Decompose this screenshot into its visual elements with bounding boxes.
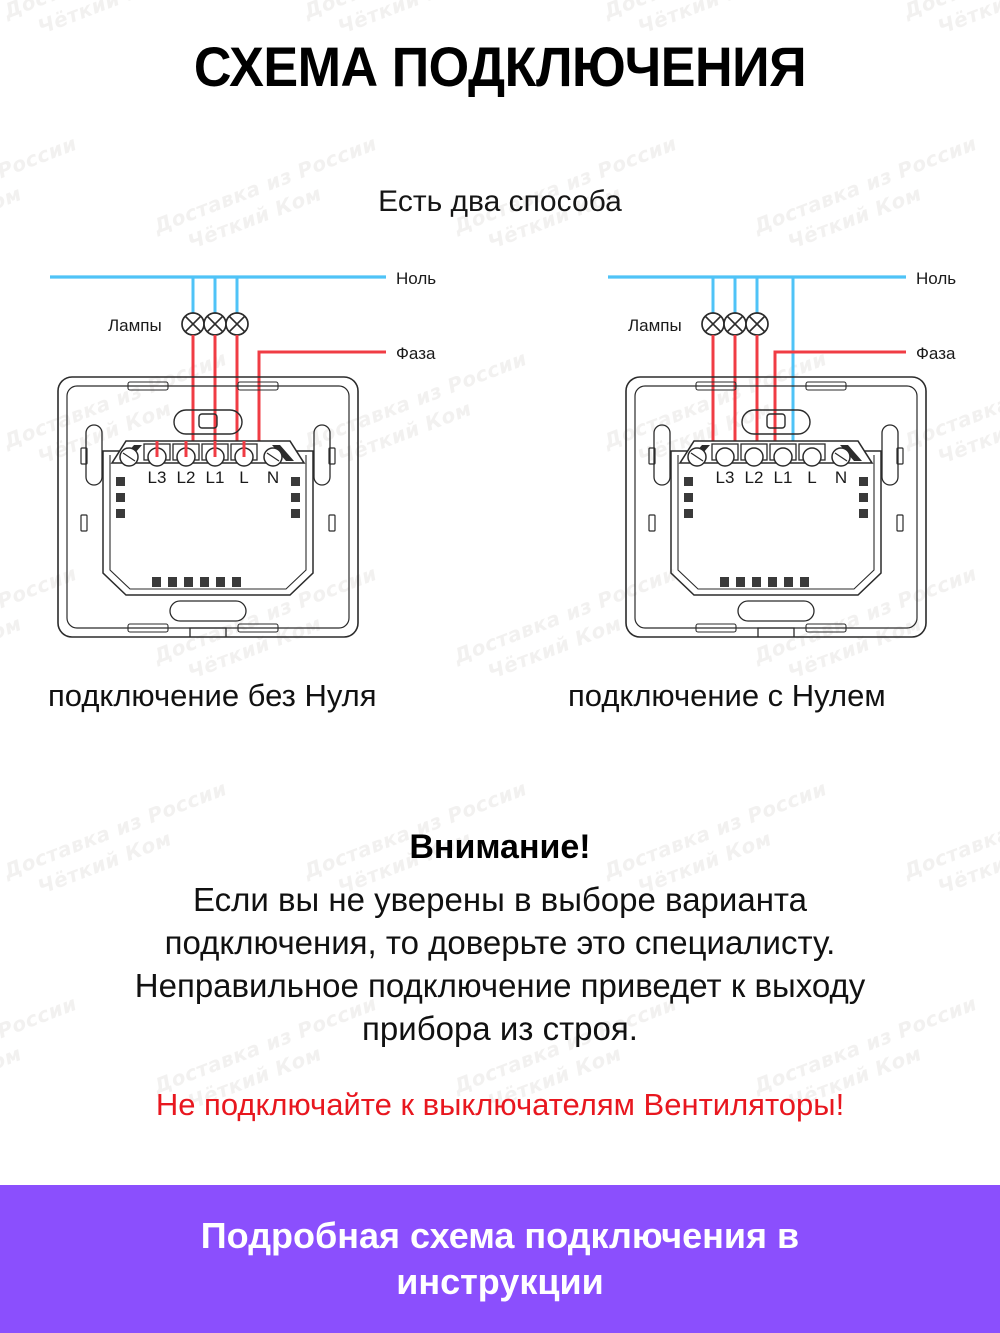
- terminal-block: [110, 440, 306, 467]
- terminal-label-l3: L3: [716, 468, 735, 487]
- warning-line-3: Неправильное подключение приведет к выхо…: [134, 967, 866, 1004]
- lamps-label: Лампы: [628, 316, 682, 335]
- warning-line-4: прибора из строя.: [362, 1010, 638, 1047]
- lamp-output-wires: [191, 335, 239, 455]
- warning-red-note: Не подключайте к выключателям Вентилятор…: [155, 1087, 845, 1122]
- warning-line-1: Если вы не уверены в выборе варианта: [192, 881, 808, 918]
- switch-device-body: [625, 376, 927, 638]
- page-subtitle: Есть два способа: [378, 185, 622, 218]
- lamp-symbol-2: [723, 312, 747, 336]
- terminal-label-l3: L3: [148, 468, 167, 487]
- phase-bus-line: [257, 350, 386, 455]
- terminal-label-l: L: [807, 468, 816, 487]
- lamp-symbol-1: [181, 312, 205, 336]
- warning-line-2: подключения, то доверьте это специалисту…: [164, 924, 836, 961]
- diagram-with-neutral: Ноль Лампы Фаза: [608, 269, 956, 638]
- warning-body: Если вы не уверены в выборе варианта под…: [50, 878, 950, 1050]
- internal-contact-pads: [684, 477, 868, 587]
- terminal-block: [678, 440, 874, 467]
- caption-without-neutral: подключение без Нуля: [48, 678, 377, 713]
- caption-with-neutral: подключение с Нулем: [568, 678, 886, 713]
- page-title: СХЕМА ПОДКЛЮЧЕНИЯ: [193, 35, 807, 98]
- switch-device-body: [57, 376, 359, 638]
- neutral-drop-wires: [191, 277, 239, 313]
- terminal-label-n: N: [835, 468, 847, 487]
- terminal-label-l1: L1: [206, 468, 225, 487]
- phase-bus-line: [773, 350, 906, 457]
- terminal-labels: L3 L2 L1 L N: [148, 468, 280, 487]
- footer-banner-text: Подробная схема подключения в инструкции: [90, 1213, 910, 1305]
- lamp-symbol-3: [225, 312, 249, 336]
- neutral-label: Ноль: [396, 269, 436, 288]
- neutral-label: Ноль: [916, 269, 956, 288]
- terminal-label-n: N: [267, 468, 279, 487]
- terminal-label-l: L: [239, 468, 248, 487]
- lamp-symbol-1: [701, 312, 725, 336]
- lamp-output-wires: [711, 335, 759, 457]
- internal-contact-pads: [116, 477, 300, 587]
- footer-line-1: Подробная схема подключения в: [200, 1215, 800, 1256]
- lamp-symbol-2: [203, 312, 227, 336]
- terminal-label-l2: L2: [745, 468, 764, 487]
- terminal-labels: L3 L2 L1 L N: [716, 468, 848, 487]
- footer-banner: Подробная схема подключения в инструкции: [0, 1185, 1000, 1333]
- terminal-label-l1: L1: [774, 468, 793, 487]
- terminal-wire-tips: [155, 441, 246, 457]
- phase-label: Фаза: [396, 344, 436, 363]
- footer-line-2: инструкции: [396, 1261, 604, 1302]
- lamp-symbol-3: [745, 312, 769, 336]
- terminal-label-l2: L2: [177, 468, 196, 487]
- diagram-without-neutral: Ноль Лампы Фаза: [50, 269, 436, 638]
- warning-heading: Внимание!: [409, 828, 591, 866]
- phase-label: Фаза: [916, 344, 956, 363]
- lamps-label: Лампы: [108, 316, 162, 335]
- neutral-drop-wires: [711, 277, 759, 313]
